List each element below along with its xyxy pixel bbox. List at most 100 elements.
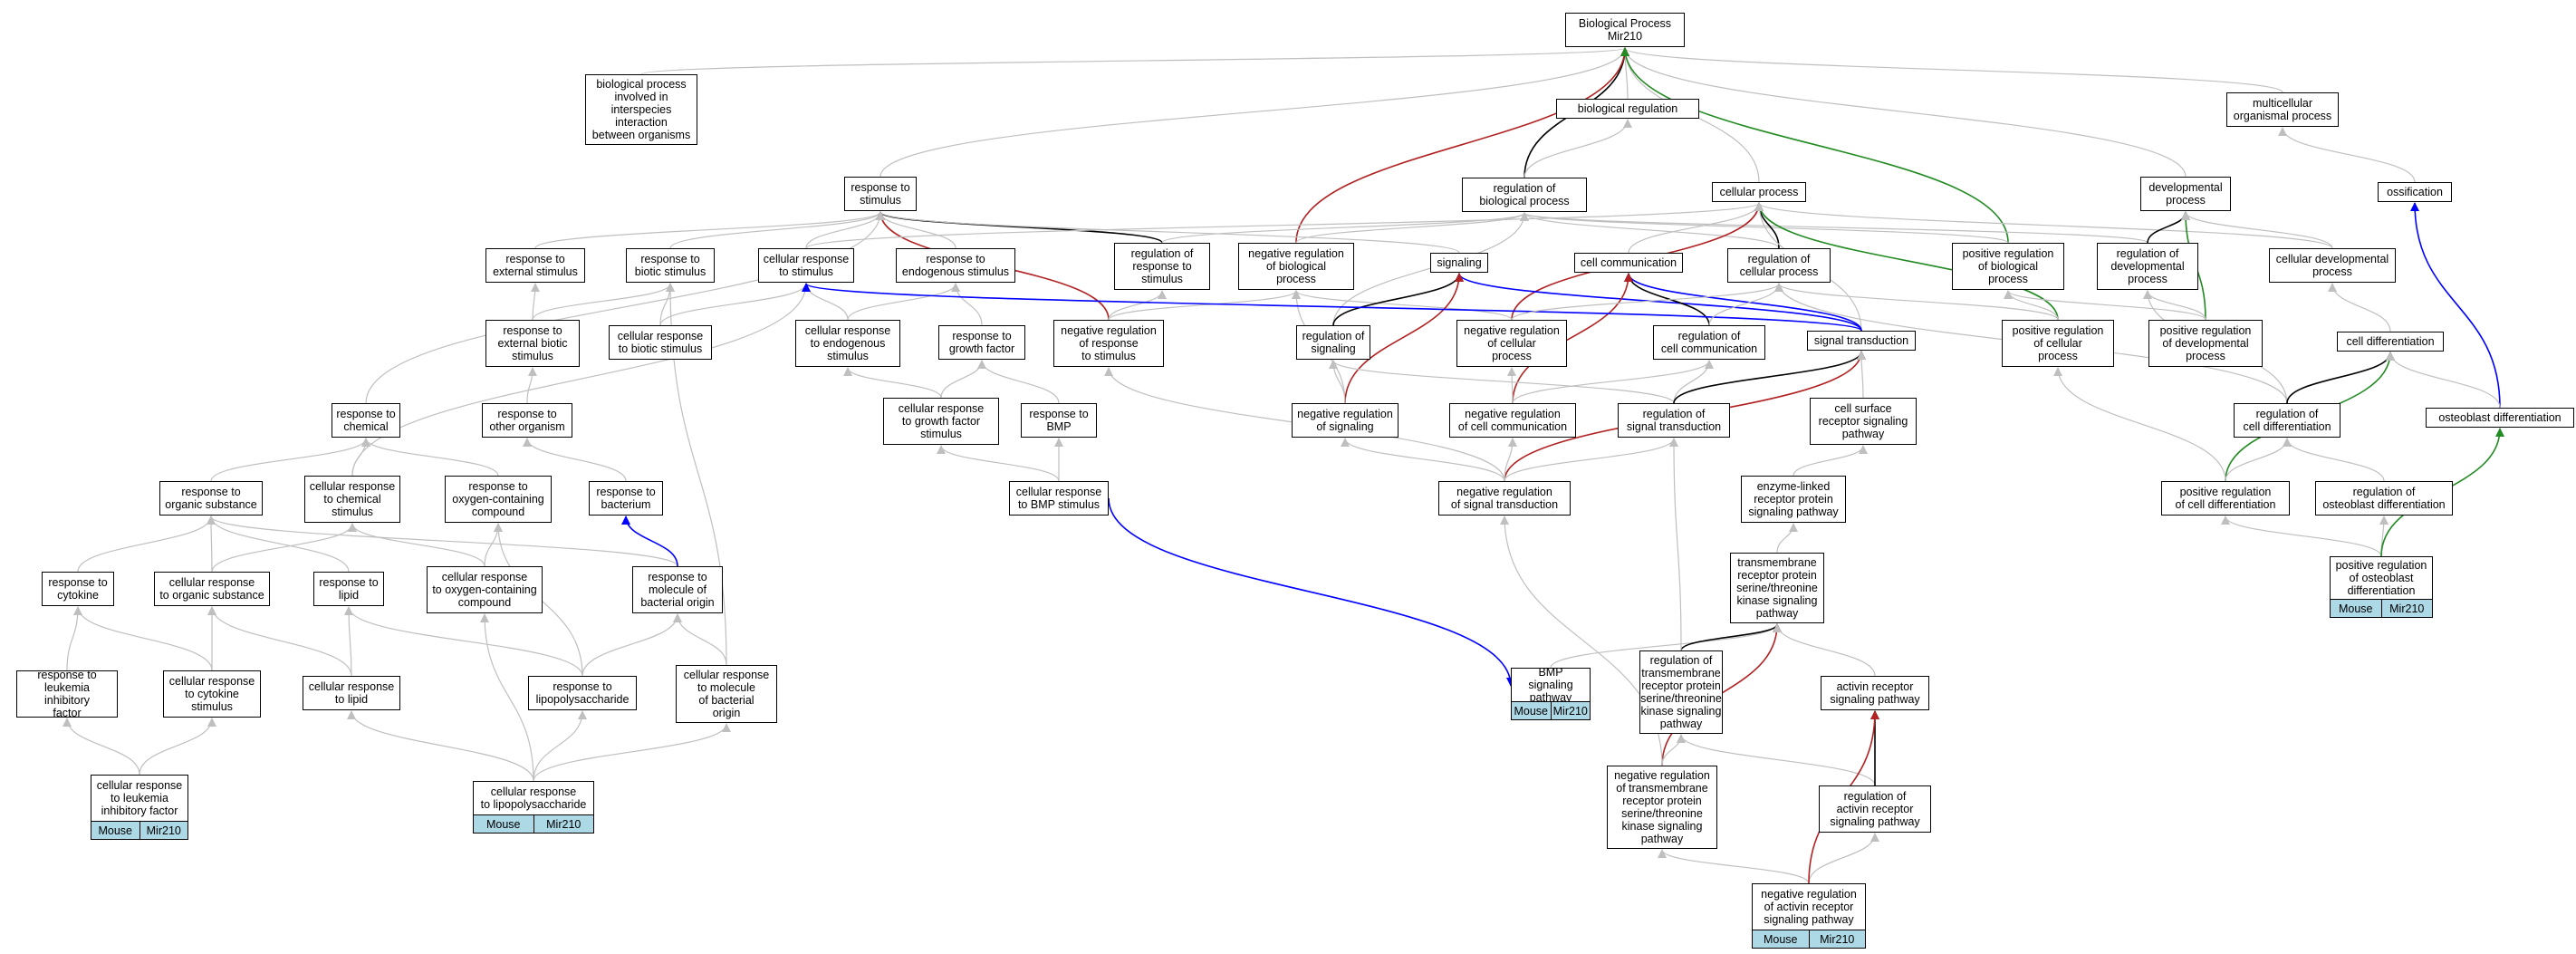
node-cell-resp-org-sub[interactable]: cellular response to organic substance [154, 572, 270, 606]
node-reg-cell-diff[interactable]: regulation of cell differentiation [2234, 403, 2341, 438]
node-cell-resp-stim[interactable]: cellular response to stimulus [758, 248, 854, 283]
node-bmp-sig[interactable]: BMP signaling pathway [1511, 666, 1591, 704]
node-cell-proc[interactable]: cellular process [1712, 182, 1806, 202]
node-neg-reg-signaling[interactable]: negative regulation of signaling [1292, 403, 1399, 438]
node-reg-resp-stim[interactable]: regulation of response to stimulus [1114, 243, 1210, 290]
node-resp-endo[interactable]: response to endogenous stimulus [896, 248, 1015, 283]
blue-edge [1624, 273, 1862, 332]
node-resp-mol-bact[interactable]: response to molecule of bacterial origin [632, 566, 723, 613]
node-label: cellular response to stimulus [763, 253, 850, 278]
node-cell-resp-oxy[interactable]: cellular response to oxygen-containing c… [427, 566, 543, 613]
node-neg-reg-cell-proc[interactable]: negative regulation of cellular process [1456, 320, 1567, 367]
node-cell-comm[interactable]: cell communication [1574, 253, 1683, 273]
node-ossification[interactable]: ossification [2378, 182, 2452, 202]
gray-edge [1161, 212, 1529, 244]
node-resp-biotic[interactable]: response to biotic stimulus [626, 248, 715, 283]
node-label: signal transduction [1813, 334, 1909, 347]
node-tmrp-sts[interactable]: transmembrane receptor protein serine/th… [1730, 553, 1824, 623]
node-resp-lif[interactable]: response to leukemia inhibitory factor [16, 669, 118, 719]
gray-edge [532, 283, 675, 321]
gray-edge [2283, 438, 2385, 482]
node-reg-sig-trans[interactable]: regulation of signal transduction [1618, 403, 1730, 438]
node-cell-dev[interactable]: cellular developmental process [2269, 248, 2396, 283]
black-edge [876, 211, 1163, 244]
node-reg-cell-proc[interactable]: regulation of cellular process [1727, 248, 1831, 283]
node-resp-ext[interactable]: response to external stimulus [485, 248, 585, 283]
node-reg-cell-comm[interactable]: regulation of cell communication [1653, 325, 1765, 360]
node-cell-resp-biotic[interactable]: cellular response to biotic stimulus [609, 325, 712, 360]
node-osteo-diff[interactable]: osteoblast differentiation [2426, 408, 2574, 428]
node-resp-cytokine[interactable]: response to cytokine [42, 572, 114, 606]
node-resp-lps[interactable]: response to lipopolysaccharide [528, 676, 637, 710]
node-resp-stim[interactable]: response to stimulus [844, 177, 917, 211]
node-resp-gf[interactable]: response to growth factor [938, 325, 1025, 360]
node-multicell[interactable]: multicellular organismal process [2226, 92, 2339, 127]
node-pos-reg-osteo[interactable]: positive regulation of osteoblast differ… [2330, 556, 2433, 600]
node-pos-reg-cell-diff[interactable]: positive regulation of cell differentiat… [2161, 481, 2290, 516]
node-label: response to biotic stimulus [634, 253, 706, 278]
node-resp-bacterium[interactable]: response to bacterium [589, 481, 663, 516]
node-resp-bmp[interactable]: response to BMP [1021, 403, 1097, 438]
node-cell-resp-gf[interactable]: cellular response to growth factor stimu… [883, 398, 999, 445]
node-cell-resp-lps[interactable]: cellular response to lipopolysaccharide [473, 781, 594, 815]
gray-edge [1857, 351, 1867, 399]
node-cell-diff[interactable]: cell differentiation [2337, 332, 2444, 352]
node-label: response to lipopolysaccharide [535, 680, 630, 706]
gray-edge [347, 710, 534, 782]
node-pos-reg-dev[interactable]: positive regulation of developmental pro… [2148, 320, 2263, 367]
node-resp-org-sub[interactable]: response to organic substance [159, 481, 263, 516]
node-enzyme-linked[interactable]: enzyme-linked receptor protein signaling… [1741, 476, 1846, 523]
node-cell-resp-chem[interactable]: cellular response to chemical stimulus [304, 476, 400, 523]
node-reg-dev[interactable]: regulation of developmental process [2097, 243, 2198, 290]
node-reg-signaling[interactable]: regulation of signaling [1296, 325, 1370, 360]
node-neg-reg-resp-stim[interactable]: negative regulation of response to stimu… [1053, 320, 1164, 367]
node-resp-ext-biotic[interactable]: response to external biotic stimulus [485, 320, 580, 367]
node-dev-proc[interactable]: developmental process [2140, 177, 2231, 211]
node-activin[interactable]: activin receptor signaling pathway [1821, 676, 1929, 710]
gray-edge [210, 438, 370, 482]
node-bio-reg[interactable]: biological regulation [1556, 99, 1699, 119]
gray-edge [526, 367, 537, 404]
node-reg-activin[interactable]: regulation of activin receptor signaling… [1819, 785, 1931, 833]
node-label: positive regulation of biological proces… [1962, 247, 2054, 285]
node-label: activin receptor signaling pathway [1830, 680, 1920, 706]
node-resp-chem[interactable]: response to chemical [332, 403, 400, 438]
node-signaling[interactable]: signaling [1430, 253, 1488, 273]
node-cell-resp-endo[interactable]: cellular response to endogenous stimulus [795, 320, 900, 367]
node-label: negative regulation of transmembrane rec… [1614, 769, 1710, 845]
node-bp-interspecies[interactable]: biological process involved in interspec… [585, 74, 697, 145]
gray-edge [1341, 438, 1505, 482]
node-bp[interactable]: Biological Process Mir210 [1565, 13, 1685, 47]
node-cell-resp-bmp[interactable]: cellular response to BMP stimulus [1009, 481, 1109, 516]
node-label: regulation of osteoblast differentiation [2322, 486, 2446, 511]
node-label: response to cytokine [48, 576, 108, 602]
node-pos-reg-bio[interactable]: positive regulation of biological proces… [1952, 243, 2064, 290]
node-neg-reg-tmrp[interactable]: negative regulation of transmembrane rec… [1607, 766, 1717, 849]
gray-edge [1512, 360, 1714, 404]
node-neg-reg-cell-comm[interactable]: negative regulation of cell communicatio… [1449, 403, 1576, 438]
node-resp-lipid[interactable]: response to lipid [313, 572, 384, 606]
node-cell-surface[interactable]: cell surface receptor signaling pathway [1810, 398, 1917, 445]
gray-edge [879, 47, 1629, 178]
node-reg-osteo-diff[interactable]: regulation of osteoblast differentiation [2315, 481, 2453, 516]
node-sig-trans[interactable]: signal transduction [1807, 331, 1916, 351]
node-neg-reg-bio[interactable]: negative regulation of biological proces… [1238, 243, 1354, 290]
node-label: cellular response to lipid [308, 680, 395, 706]
node-cell-resp-lif[interactable]: cellular response to leukemia inhibitory… [91, 775, 188, 822]
node-cell-resp-lipid[interactable]: cellular response to lipid [303, 676, 400, 710]
node-resp-oxy[interactable]: response to oxygen-containing compound [445, 476, 552, 523]
node-label: response to chemical [336, 408, 396, 433]
node-cell-resp-cytokine[interactable]: cellular response to cytokine stimulus [163, 670, 261, 718]
gray-edge [1500, 516, 1663, 766]
gray-edge [207, 606, 352, 677]
node-label: cellular developmental process [2275, 253, 2389, 278]
node-neg-reg-activin[interactable]: negative regulation of activin receptor … [1752, 883, 1866, 930]
node-neg-reg-sig-trans[interactable]: negative regulation of signal transducti… [1438, 481, 1571, 516]
node-cell-resp-mol-bact[interactable]: cellular response to molecule of bacteri… [676, 665, 777, 723]
node-reg-tmrp[interactable]: regulation of transmembrane receptor pro… [1639, 650, 1723, 734]
node-resp-other-org[interactable]: response to other organism [482, 403, 572, 438]
node-pos-reg-cell-proc[interactable]: positive regulation of cellular process [2002, 320, 2114, 367]
node-reg-bio[interactable]: regulation of biological process [1462, 178, 1587, 212]
organism-tag: Mouse [1512, 702, 1551, 719]
